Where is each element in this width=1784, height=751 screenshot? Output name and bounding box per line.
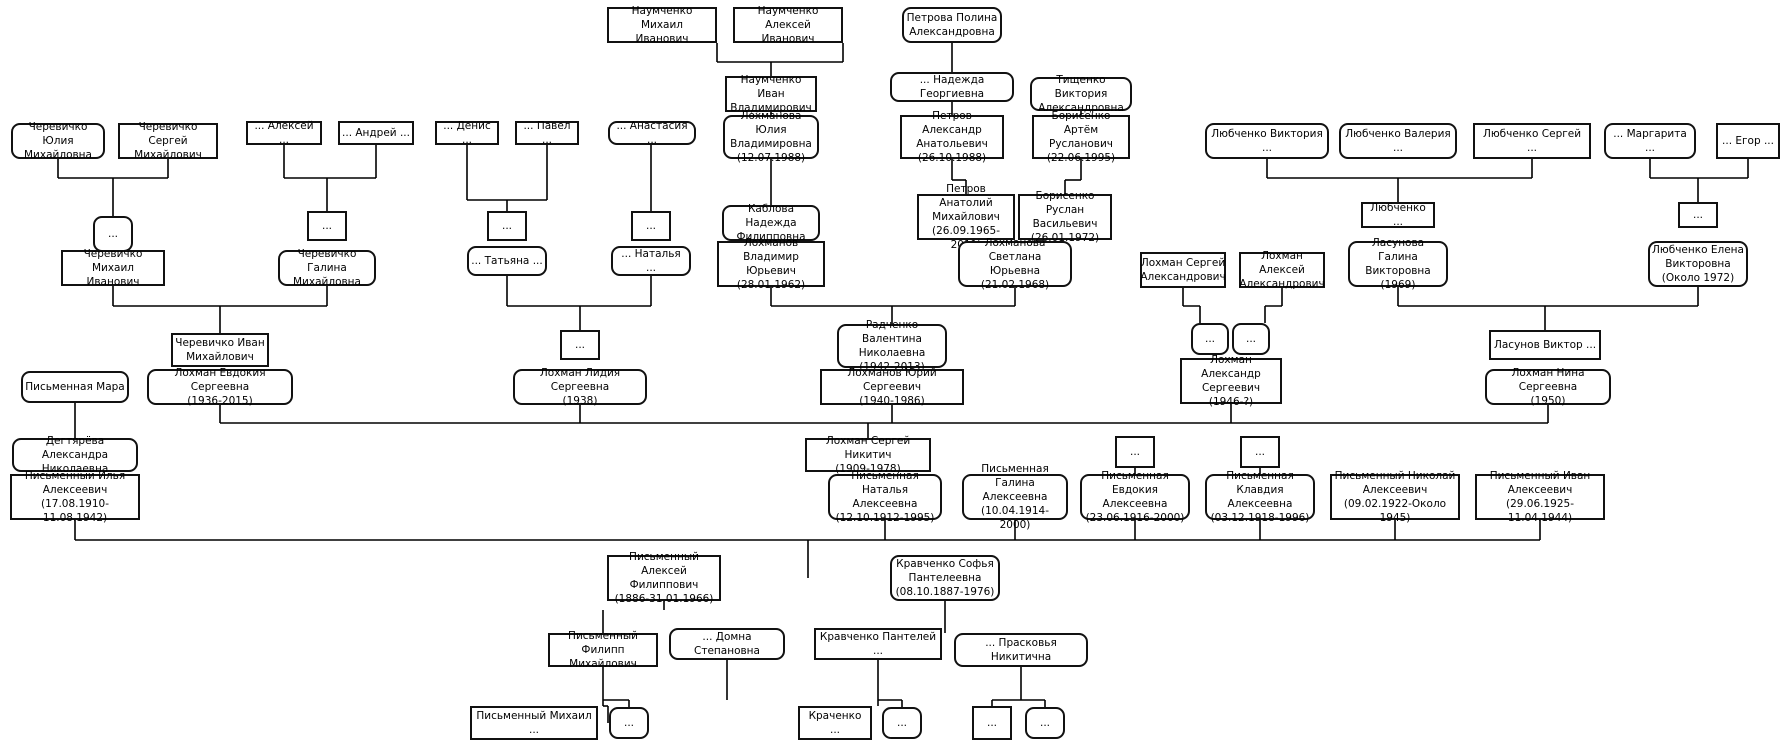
person-node-pismennyy-filipp[interactable]: Письменный Филипп Михайлович [548, 630, 658, 670]
person-node-unknown-lokhman-a1[interactable]: ... [1191, 323, 1229, 355]
person-node-pismennyy-ivan[interactable]: Письменный Иван Алексеевич (29.06.1925-1… [1475, 470, 1605, 524]
person-node-lyubchenko-sergey[interactable]: Любченко Сергей ... [1473, 123, 1591, 159]
person-node-petrova-polina[interactable]: Петрова Полина Александровна [902, 7, 1002, 43]
person-node-pismennyy-mikhail[interactable]: Письменный Михаил ... [470, 706, 598, 740]
person-node-pismennaya-klavdiya[interactable]: Письменная Клавдия Алексеевна (03.12.191… [1205, 470, 1315, 524]
person-node-unknown-praskovya-mother[interactable]: ... [1025, 707, 1065, 739]
person-node-lasunova-galina[interactable]: Ласунова Галина Викторовна (1969) [1348, 237, 1448, 291]
person-node-degtyareva-aleksandra[interactable]: Дегтярёва Александра Николаевна [12, 435, 138, 475]
person-node-naumenko-mikhail[interactable]: Наумченко Михаил Иванович [607, 5, 717, 45]
person-node-unknown-panteley-mother[interactable]: ... [882, 707, 922, 739]
person-node-unknown-cherevichko-g[interactable]: ... [307, 211, 347, 241]
person-node-pavel-dots[interactable]: ... Павел ... [515, 120, 579, 146]
person-node-unknown-lidiya-spouse[interactable]: ... [560, 330, 600, 360]
person-node-lokhman-nina[interactable]: Лохман Нина Сергеевна (1950) [1485, 367, 1611, 407]
person-node-cherevichko-galina[interactable]: Черевичко Галина Михайловна [278, 248, 376, 288]
person-node-kablova-nadezhda[interactable]: Каблова Надежда Филипповна [722, 203, 820, 243]
person-node-aleksey-dots[interactable]: ... Алексей ... [246, 120, 322, 146]
person-node-lyubchenko-elena[interactable]: Любченко Елена Викторовна (Около 1972) [1648, 241, 1748, 287]
person-node-krachenko-dots[interactable]: Краченко ... [798, 706, 872, 740]
person-node-lyubchenko-dots[interactable]: Любченко ... [1361, 202, 1435, 228]
person-node-lokhmanova-svetlana[interactable]: Лохманова Светлана Юрьевна (21.02.1968) [958, 237, 1072, 291]
person-node-pismennyy-ilya[interactable]: Письменный Илья Алексеевич (17.08.1910-1… [10, 470, 140, 524]
person-node-pismennyy-nikolay[interactable]: Письменный Николай Алексеевич (09.02.192… [1330, 470, 1460, 524]
person-node-lokhman-sergey-n[interactable]: Лохман Сергей Никитич (1909-1978) [805, 435, 931, 475]
person-node-pismennaya-mara[interactable]: Письменная Мара [21, 371, 129, 403]
person-node-unknown-natalya[interactable]: ... [631, 211, 671, 241]
person-node-pismennaya-galina[interactable]: Письменная Галина Алексеевна (10.04.1914… [962, 463, 1068, 531]
person-node-unknown-lyubchenko-e[interactable]: ... [1678, 202, 1718, 228]
person-node-unknown-cherevichko-m[interactable]: ... [93, 216, 133, 252]
person-node-unknown-klavdiya-spouse[interactable]: ... [1240, 436, 1280, 468]
person-node-denis-dots[interactable]: ... Денис ... [435, 120, 499, 146]
person-node-kravchenko-sofya[interactable]: Кравченко Софья Пантелеевна (08.10.1887-… [890, 555, 1000, 601]
person-node-naumenko-aleksey[interactable]: Наумченко Алексей Иванович [733, 5, 843, 45]
person-node-unknown-tatyana[interactable]: ... [487, 211, 527, 241]
person-node-anastasiya-dots[interactable]: ... Анастасия ... [608, 120, 696, 146]
person-node-cherevichko-yuliya[interactable]: Черевичко Юлия Михайловна [11, 121, 105, 161]
person-node-naumenko-ivan[interactable]: Наумченко Иван Владимирович [725, 74, 817, 114]
person-node-borisenko-artyom[interactable]: Борисенко Артём Русланович (22.06.1995) [1032, 110, 1130, 164]
person-node-unknown-evdokiya-spouse[interactable]: ... [1115, 436, 1155, 468]
person-node-cherevichko-sergey[interactable]: Черевичко Сергей Михайлович [118, 121, 218, 161]
person-node-pismennaya-evdokiya[interactable]: Письменная Евдокия Алексеевна (23.06.191… [1080, 470, 1190, 524]
person-node-petrov-anatoliy[interactable]: Петров Анатолий Михайлович (26.09.1965-2… [917, 183, 1015, 251]
person-node-pismennaya-natalya[interactable]: Письменная Наталья Алексеевна (12.10.191… [828, 470, 942, 524]
person-node-praskovya-nikitichna[interactable]: ... Прасковья Никитична [954, 633, 1088, 667]
person-node-radchenko-valentina[interactable]: Радченко Валентина Николаевна (1942-2013… [837, 319, 947, 373]
person-node-petrov-aleksandr[interactable]: Петров Александр Анатольевич (26.10.1988… [900, 110, 1004, 164]
person-node-lokhmanov-vladimir[interactable]: Лохманов Владимир Юрьевич (28.01.1962) [717, 237, 825, 291]
person-node-natalya-dots[interactable]: ... Наталья ... [611, 246, 691, 276]
person-node-egor-dots[interactable]: ... Егор ... [1716, 123, 1780, 159]
person-node-borisenko-ruslan[interactable]: Борисенко Руслан Васильевич (26.01.1972) [1018, 190, 1112, 244]
person-node-cherevichko-mikhail[interactable]: Черевичко Михаил Иванович [61, 248, 165, 288]
person-node-lokhmanov-yuriy[interactable]: Лохманов Юрий Сергеевич (1940-1986) [820, 367, 964, 407]
person-node-tatyana-dots[interactable]: ... Татьяна ... [467, 246, 547, 276]
person-node-lyubchenko-viktoriya[interactable]: Любченко Виктория ... [1205, 123, 1329, 159]
person-node-nadezhda-georgievna[interactable]: ... Надежда Георгиевна [890, 72, 1014, 102]
person-node-lokhman-lidiya[interactable]: Лохман Лидия Сергеевна (1938) [513, 367, 647, 407]
person-node-lokhman-aleksandr[interactable]: Лохман Александр Сергеевич (1946-?) [1180, 354, 1282, 408]
person-node-lokhman-aleksey-a[interactable]: Лохман Алексей Александрович [1239, 250, 1325, 290]
person-node-lokhman-evdokiya[interactable]: Лохман Евдокия Сергеевна (1936-2015) [147, 367, 293, 407]
person-node-tishchenko-viktoriya[interactable]: Тищенко Виктория Александровна [1030, 74, 1132, 114]
person-node-cherevichko-ivan[interactable]: Черевичко Иван Михайлович [171, 333, 269, 367]
person-node-lyubchenko-valeriya[interactable]: Любченко Валерия ... [1339, 123, 1457, 159]
person-node-domna-stepanovna[interactable]: ... Домна Степановна [669, 628, 785, 660]
person-node-lokhmanova-yuliya[interactable]: Лохманова Юлия Владимировна (12.07.1988) [723, 110, 819, 164]
person-node-margarita-dots[interactable]: ... Маргарита ... [1604, 123, 1696, 159]
person-node-kravchenko-panteley[interactable]: Кравченко Пантелей ... [814, 628, 942, 660]
person-node-unknown-filipp-mother[interactable]: ... [609, 707, 649, 739]
person-node-unknown-lokhman-a2[interactable]: ... [1232, 323, 1270, 355]
person-node-unknown-praskovya-father[interactable]: ... [972, 706, 1012, 740]
person-node-pismennyy-aleksey[interactable]: Письменный Алексей Филиппович (1886-31.0… [607, 551, 721, 605]
person-node-lasunov-viktor[interactable]: Ласунов Виктор ... [1489, 330, 1601, 360]
person-node-andrey-dots[interactable]: ... Андрей ... [338, 121, 414, 145]
person-node-lokhman-sergey-a[interactable]: Лохман Сергей Александрович [1140, 252, 1226, 288]
